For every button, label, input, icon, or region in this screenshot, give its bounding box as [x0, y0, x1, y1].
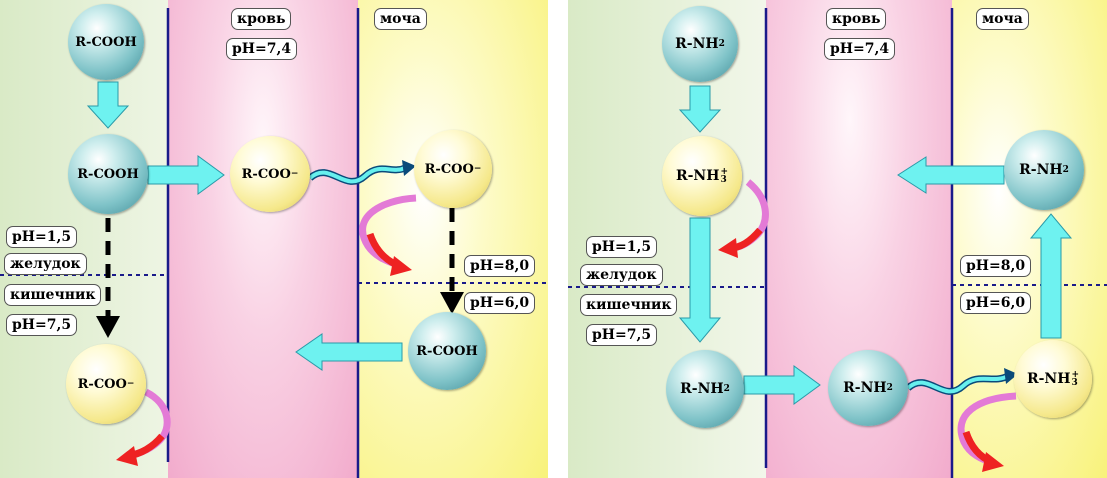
acid-anion-urine: R-COO−: [414, 130, 492, 208]
panel-gap: [548, 0, 568, 478]
acid-molecule-urine: R-COOH: [408, 312, 486, 390]
urine-ph-alkaline-label: pH=8,0: [464, 255, 536, 277]
stomach-label: желудок: [4, 253, 87, 275]
urine-ph-acidic-label: pH=6,0: [464, 292, 536, 314]
urine-ph-alkaline-label: pH=8,0: [960, 255, 1032, 277]
intestine-ph-label: pH=7,5: [586, 324, 658, 346]
acid-panel: кровь pH=7,4 моча pH=1,5 желудок кишечни…: [0, 0, 548, 478]
acid-anion-intestine: R-COO−: [66, 344, 146, 424]
urine-zone: [358, 0, 548, 478]
ammonium-ion-stomach: R-NH+3: [662, 136, 742, 216]
blood-label: кровь: [826, 8, 887, 30]
acid-molecule-stomach: R-COOH: [68, 134, 148, 214]
urine-ph-acidic-label: pH=6,0: [960, 292, 1032, 314]
intestine-ph-label: pH=7,5: [6, 314, 78, 336]
intestine-label: кишечник: [4, 284, 102, 306]
stomach-ph-label: pH=1,5: [6, 226, 78, 248]
stomach-label: желудок: [580, 264, 663, 286]
urine-label: моча: [374, 8, 427, 30]
intestine-label: кишечник: [580, 294, 678, 316]
acid-anion-blood: R-COO−: [230, 136, 310, 212]
stomach-ph-label: pH=1,5: [586, 236, 658, 258]
ammonium-ion-urine: R-NH+3: [1014, 340, 1092, 418]
urine-label: моча: [976, 8, 1029, 30]
base-panel: кровь pH=7,4 моча pH=1,5 желудок кишечни…: [568, 0, 1107, 478]
acid-molecule-stomach-top: R-COOH: [68, 4, 144, 80]
blood-label: кровь: [231, 8, 292, 30]
blood-ph-label: pH=7,4: [226, 38, 298, 60]
blood-ph-label: pH=7,4: [824, 38, 896, 60]
blood-zone: [168, 0, 358, 478]
